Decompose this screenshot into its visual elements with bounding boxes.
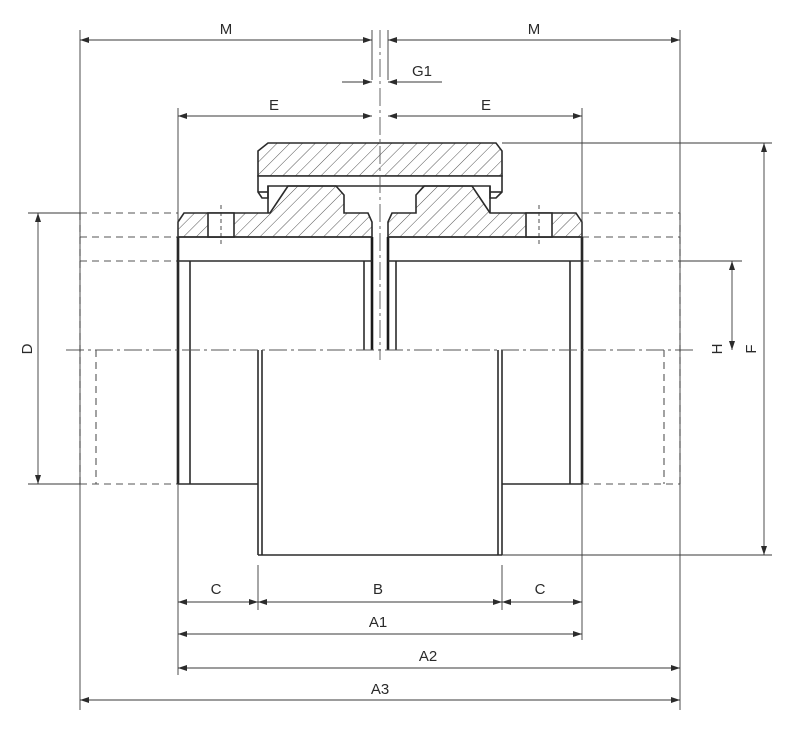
label-e-right: E — [481, 97, 491, 114]
label-a3: A3 — [371, 681, 389, 698]
dashed-shaft-outlines — [79, 212, 681, 485]
label-b: B — [373, 581, 383, 598]
dimension-labels: M M G1 E E D H F C B C A1 A2 A3 — [19, 21, 760, 698]
label-m-left: M — [220, 21, 233, 38]
left-hub — [177, 185, 373, 245]
centerlines — [66, 30, 694, 360]
dimension-lines — [35, 37, 767, 703]
label-g1: G1 — [412, 63, 432, 80]
label-h: H — [709, 344, 726, 355]
label-e-left: E — [269, 97, 279, 114]
extension-lines — [28, 30, 772, 710]
label-a2: A2 — [419, 648, 437, 665]
label-m-right: M — [528, 21, 541, 38]
right-hub — [387, 185, 583, 245]
label-c-left: C — [211, 581, 222, 598]
label-c-right: C — [535, 581, 546, 598]
label-d: D — [19, 343, 36, 354]
label-f: F — [743, 344, 760, 353]
label-a1: A1 — [369, 614, 387, 631]
